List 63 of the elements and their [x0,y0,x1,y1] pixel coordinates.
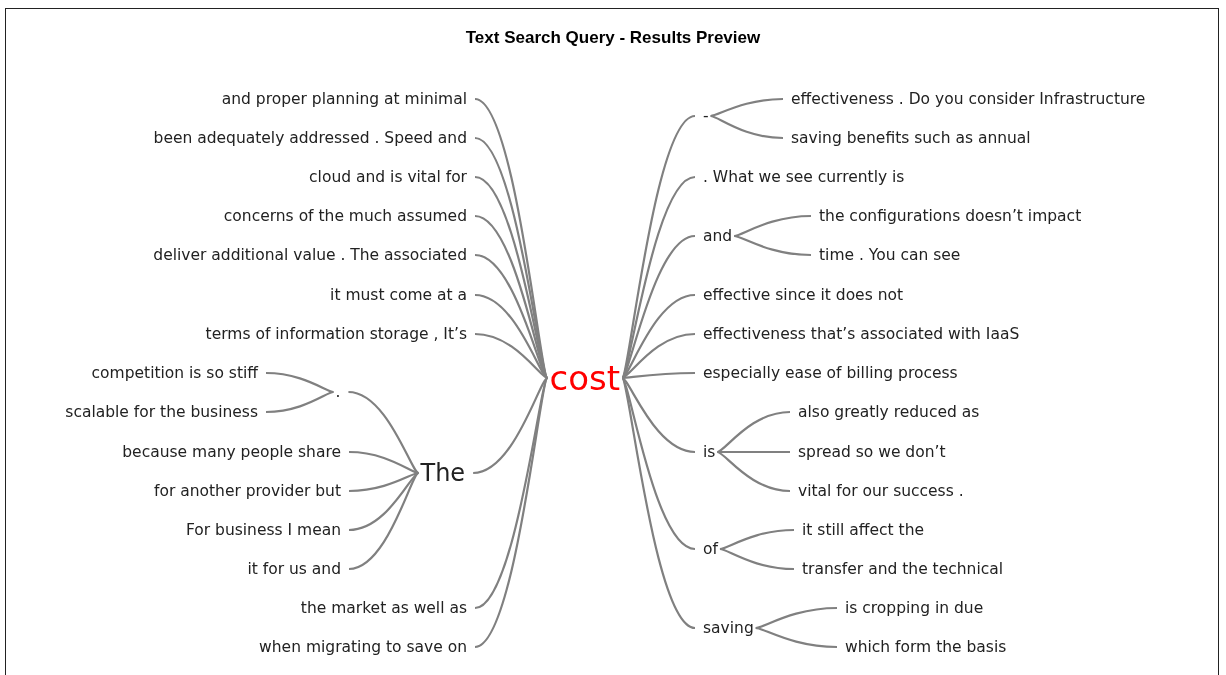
word-tree-phrase: it still affect the [802,520,924,540]
branch-line [733,234,812,257]
word-tree-phrase: The [420,458,466,488]
branch-line [717,450,790,454]
branch-line [621,377,696,629]
branch-line [716,451,791,493]
word-tree-phrase: also greatly reduced as [798,402,980,422]
branch-line [716,410,791,453]
word-tree-phrase: which form the basis [845,637,1007,657]
branch-line [474,214,549,379]
branch-line [621,377,696,551]
branch-line [755,626,838,649]
word-tree-phrase: competition is so stiff [91,363,258,383]
word-tree-phrase: vital for our success . [798,481,964,501]
word-tree-phrase: is cropping in due [845,598,984,618]
word-tree-phrase: For business I mean [185,520,341,540]
word-tree-phrase: scalable for the business [65,402,258,422]
word-tree-phrase: saving benefits such as annual [791,128,1031,148]
word-tree-phrase: - [703,106,709,126]
branch-line [348,450,419,475]
word-tree-phrase: the configurations doesn’t impact [819,206,1082,226]
branch-line [348,390,420,474]
word-tree-phrase: it must come at a [330,285,467,305]
word-tree-phrase: the market as well as [300,598,467,618]
branch-line [265,390,334,414]
branch-line [472,377,549,475]
word-tree-phrase: saving [703,618,754,638]
branch-line [348,472,420,571]
word-tree-phrase: because many people share [122,442,341,462]
word-tree-phrase: especially ease of billing process [703,363,958,383]
branch-line [622,371,695,380]
branch-line [348,471,419,493]
branch-line [265,371,334,394]
word-tree-phrase: spread so we don’t [798,442,946,462]
word-tree-phrase: effectiveness that’s associated with IaaS [703,324,1020,344]
word-tree-phrase: for another provider but [153,481,341,501]
word-tree-phrase: . [335,382,341,402]
word-tree-phrase: when migrating to save on [259,637,467,657]
word-tree-phrase: effective since it does not [703,285,904,305]
word-tree-phrase: transfer and the technical [802,559,1003,579]
branch-line [719,547,795,571]
search-term: cost [549,357,621,399]
branch-line [710,97,784,118]
word-tree-phrase: cloud and is vital for [309,167,467,187]
branch-line [710,114,784,140]
word-tree-phrase: deliver additional value . The associated [153,245,467,265]
word-tree-phrase: and [703,226,733,246]
word-tree-phrase: . What we see currently is [703,167,905,187]
branch-line [621,377,696,454]
word-tree-phrase: time . You can see [819,245,961,265]
word-tree-phrase: effectiveness . Do you consider Infrastructure [791,89,1146,109]
branch-line [474,332,548,379]
word-tree-phrase: concerns of the much assumed [223,206,467,226]
word-tree-phrase: is [703,442,716,462]
word-tree-phrase: terms of information storage , It’s [205,324,467,344]
chart-title: Text Search Query - Results Preview [464,28,762,48]
branch-line [755,606,838,630]
branch-line [719,528,795,551]
word-tree-phrase: it for us and [247,559,341,579]
word-tree-phrase: been adequately addressed . Speed and [153,128,467,148]
word-tree-phrase: and proper planning at minimal [221,89,467,109]
branch-line [733,214,812,238]
word-tree-phrase: of [703,539,718,559]
